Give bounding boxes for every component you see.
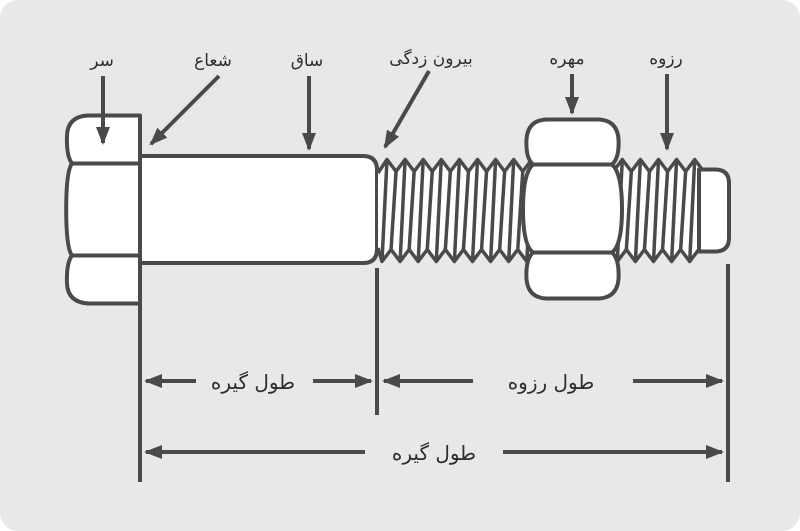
part-labels: سر شعاع ساق بیرون زدگی مهره رزوه [89,48,683,71]
label-radius: شعاع [194,51,232,71]
label-pointer-arrows [96,69,674,151]
nut-outline [521,117,624,301]
label-thread-length: طول رزوه [508,370,595,394]
label-shank: ساق [291,51,324,71]
bolt-shank-shape [138,154,379,265]
nut-shape [521,117,624,301]
label-grip-length-bottom: طول گیره [392,441,476,465]
head-outline [64,113,142,306]
label-thread: رزوه [649,49,683,69]
dimension-labels: طول گیره طول رزوه طول گیره [211,370,594,465]
bolt-tip-shape [697,167,731,254]
label-head: سر [89,51,114,71]
label-nut: مهره [549,49,584,69]
bolt-head-shape [64,113,142,306]
extension-lines [138,264,730,482]
label-protrusion: بیرون زدگی [389,48,472,69]
protrusion-pointer-arrow [383,69,431,149]
label-grip-length-top: طول گیره [211,370,295,394]
radius-pointer-arrow [149,74,221,146]
